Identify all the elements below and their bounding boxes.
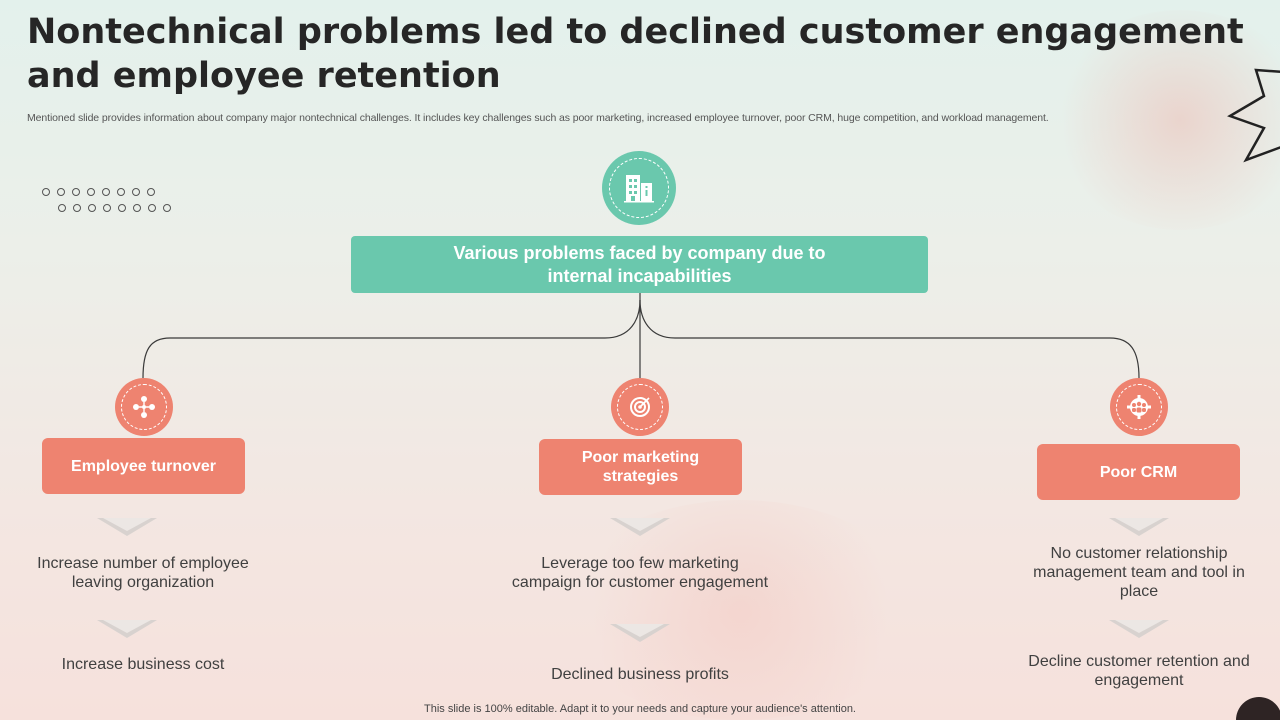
branch-result-text: Increase business cost bbox=[61, 656, 225, 673]
chevron-down-icon bbox=[97, 620, 157, 638]
dot-pattern-row bbox=[58, 199, 178, 217]
page-subtitle: Mentioned slide provides information abo… bbox=[27, 112, 1049, 124]
office-building-icon bbox=[602, 151, 676, 225]
root-problem-box: Various problems faced by company due to… bbox=[351, 236, 928, 293]
decorative-glow bbox=[560, 500, 920, 720]
customer-group-gear-icon bbox=[1110, 378, 1168, 436]
branch-effect-text: No customer relationship management team… bbox=[1033, 545, 1245, 600]
root-problem-label: Various problems faced by company due to… bbox=[453, 242, 826, 286]
chevron-down-icon bbox=[1109, 620, 1169, 638]
people-network-icon bbox=[115, 378, 173, 436]
branch-effect-text: Leverage too few marketing campaign for … bbox=[511, 555, 769, 591]
branch-label: Poor CRM bbox=[1099, 463, 1178, 481]
chevron-down-icon bbox=[97, 518, 157, 536]
branch-box-employee-turnover: Employee turnover bbox=[42, 438, 245, 494]
branch-effect-text: Increase number of employee leaving orga… bbox=[37, 555, 249, 591]
branch-label: Employee turnover bbox=[71, 457, 216, 475]
marketing-target-icon bbox=[611, 378, 669, 436]
zigzag-decoration bbox=[1227, 68, 1280, 163]
chevron-down-icon bbox=[610, 518, 670, 536]
branch-result-text: Declined business profits bbox=[551, 666, 729, 683]
chevron-down-icon bbox=[610, 624, 670, 642]
branch-box-poor-marketing: Poor marketing strategies bbox=[539, 439, 742, 495]
corner-decoration bbox=[1236, 697, 1280, 720]
branch-result-text: Decline customer retention and engagemen… bbox=[1028, 653, 1250, 689]
branch-label: Poor marketing strategies bbox=[581, 449, 700, 485]
dot-pattern-row bbox=[42, 183, 162, 201]
page-title: Nontechnical problems led to declined cu… bbox=[27, 12, 1244, 96]
branch-box-poor-crm: Poor CRM bbox=[1037, 444, 1240, 500]
footer-note: This slide is 100% editable. Adapt it to… bbox=[424, 703, 856, 715]
chevron-down-icon bbox=[1109, 518, 1169, 536]
